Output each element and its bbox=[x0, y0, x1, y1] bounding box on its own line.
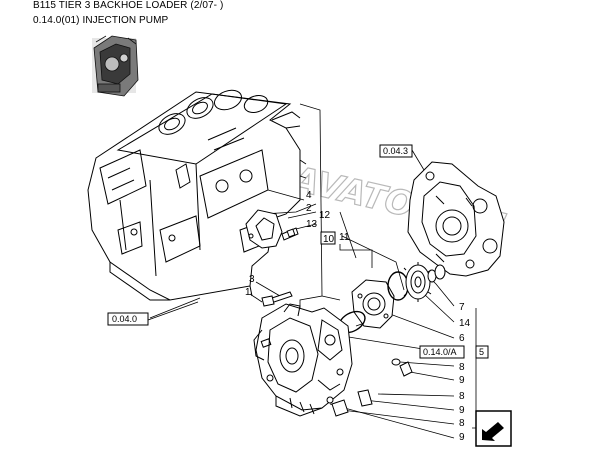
callout-13: 13 bbox=[306, 219, 318, 230]
callout-8: 8 bbox=[459, 391, 465, 402]
callout-8: 8 bbox=[459, 418, 465, 429]
next-page-arrow-icon[interactable] bbox=[475, 410, 512, 447]
stud-nut bbox=[261, 295, 275, 307]
bolt bbox=[281, 227, 299, 241]
callout-11: 11 bbox=[339, 232, 350, 243]
seal-ring bbox=[387, 271, 409, 301]
injection-pump bbox=[253, 303, 353, 417]
callout-8: 8 bbox=[459, 362, 465, 373]
ref-item-10[interactable] bbox=[320, 231, 336, 245]
svg-text:0.04.3: 0.04.3 bbox=[383, 146, 408, 156]
fittings bbox=[326, 358, 413, 417]
drive-gear bbox=[403, 262, 432, 302]
callout-1: 1 bbox=[245, 287, 251, 298]
callout-4: 4 bbox=[306, 190, 312, 201]
nut bbox=[434, 264, 446, 280]
gear-housing bbox=[407, 161, 505, 277]
diagram-title: B115 TIER 3 BACKHOE LOADER (2/07- ) bbox=[33, 0, 224, 11]
svg-text:5: 5 bbox=[479, 347, 484, 357]
callout-3: 3 bbox=[249, 274, 255, 285]
engine-block bbox=[87, 89, 301, 301]
pump-flange bbox=[351, 279, 395, 329]
ref-gear-housing[interactable]: 0.04.3 bbox=[379, 144, 413, 158]
ref-engine-block[interactable]: 0.04.0 bbox=[107, 312, 149, 326]
callout-2: 2 bbox=[306, 203, 312, 214]
svg-text:0.04.0: 0.04.0 bbox=[112, 314, 137, 324]
callout-6: 6 bbox=[459, 333, 465, 344]
callout-14: 14 bbox=[459, 318, 471, 329]
callout-10: 10 bbox=[323, 234, 335, 245]
callout-9: 9 bbox=[459, 432, 465, 443]
svg-text:0.14.0/A: 0.14.0/A bbox=[423, 347, 457, 357]
ref-pump-assembly[interactable]: 0.14.0/A 5 bbox=[419, 345, 489, 359]
callout-7: 7 bbox=[459, 302, 465, 313]
diagram-subtitle: 0.14.0(01) INJECTION PUMP bbox=[33, 15, 169, 26]
callout-12: 12 bbox=[319, 210, 331, 221]
engine-thumbnail-icon[interactable] bbox=[92, 35, 139, 97]
callout-9: 9 bbox=[459, 375, 465, 386]
leader-lines bbox=[147, 103, 477, 439]
gasket bbox=[245, 209, 283, 249]
callout-9: 9 bbox=[459, 405, 465, 416]
